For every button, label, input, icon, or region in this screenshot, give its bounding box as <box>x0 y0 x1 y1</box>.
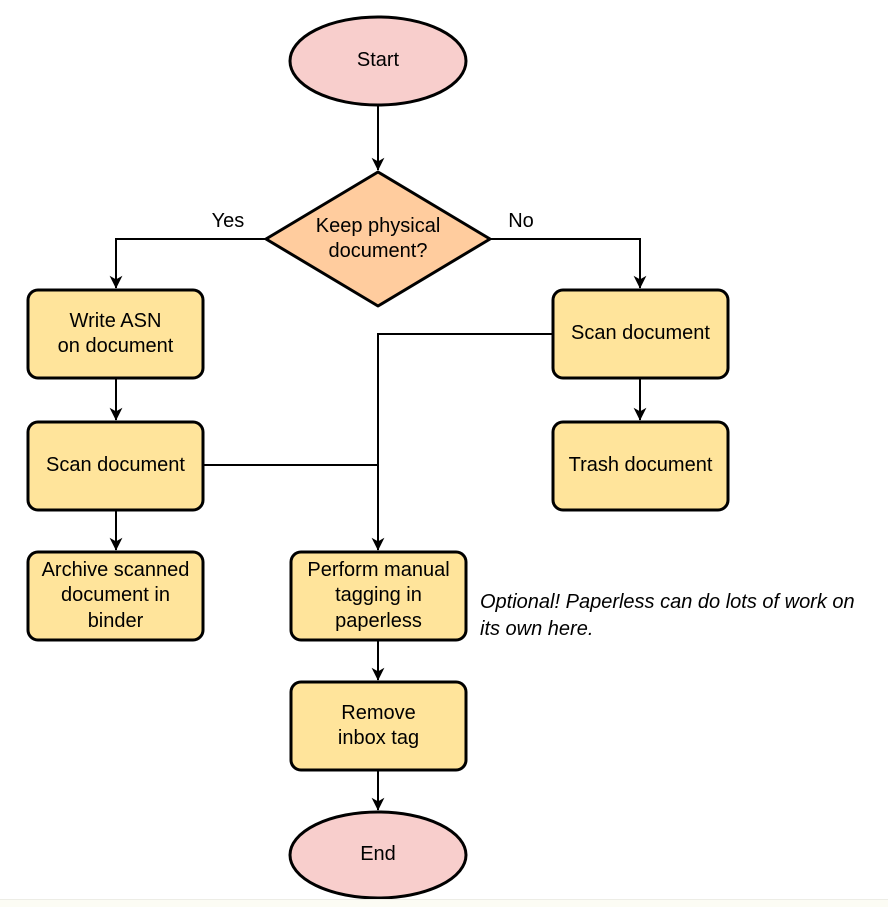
end-shape <box>288 810 468 900</box>
remove-inbox-shape <box>289 680 468 772</box>
decision-shape <box>264 170 492 308</box>
bottom-edge-strip <box>0 899 888 907</box>
edge-scanright-to-tagging <box>371 333 553 551</box>
tagging-shape <box>289 550 468 642</box>
scan-left-shape <box>26 420 205 512</box>
write-asn-shape <box>26 288 205 380</box>
edge-decision-yes <box>109 238 266 289</box>
node-shapes <box>26 15 730 900</box>
scan-right-shape <box>551 288 730 380</box>
trash-shape <box>551 420 730 512</box>
start-shape <box>288 15 468 107</box>
edge-decision-no <box>490 238 647 289</box>
archive-shape <box>26 550 205 642</box>
connectors <box>109 105 647 811</box>
